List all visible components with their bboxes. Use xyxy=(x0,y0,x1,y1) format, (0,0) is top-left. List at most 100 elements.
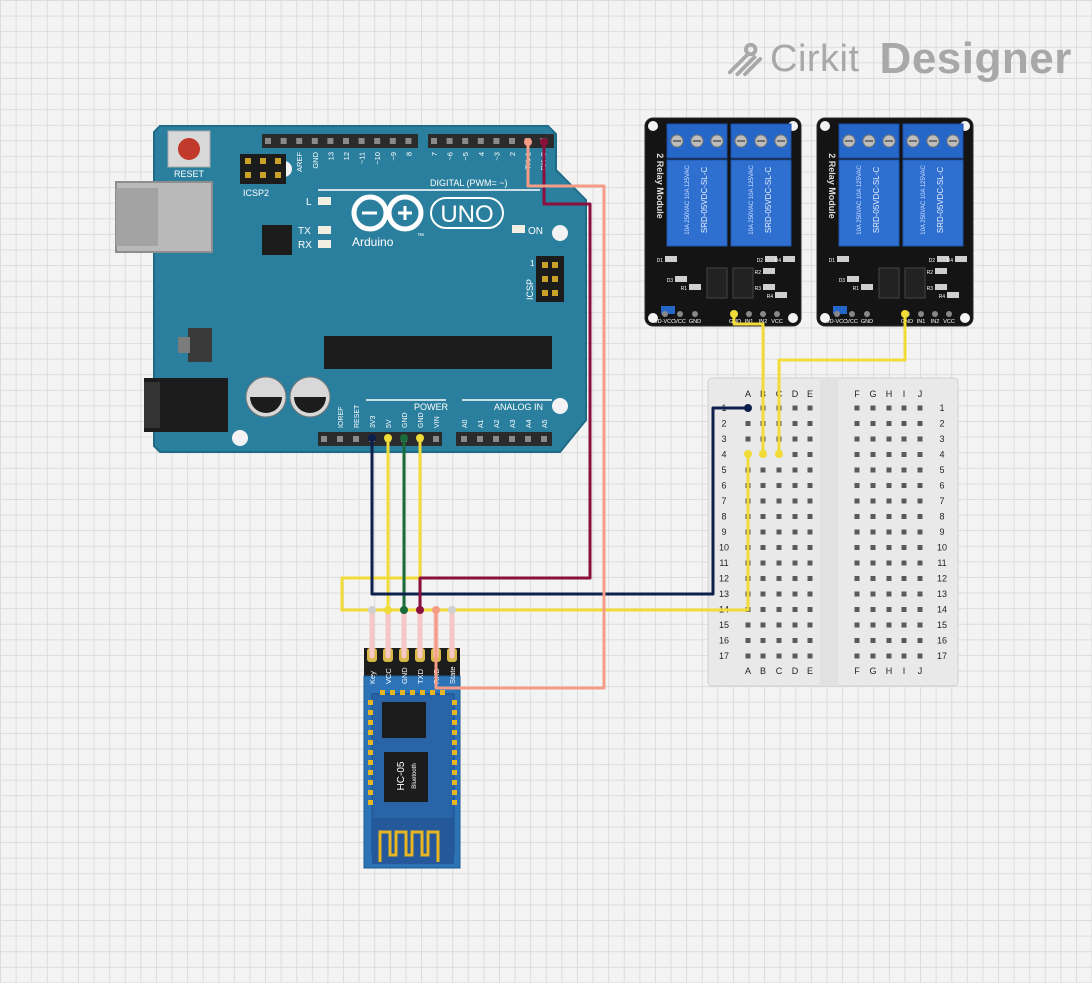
breadboard-hole[interactable] xyxy=(854,498,860,504)
breadboard-hole[interactable] xyxy=(760,467,766,473)
breadboard-hole[interactable] xyxy=(854,638,860,643)
bottom-header-pin[interactable] xyxy=(353,436,359,442)
breadboard-hole[interactable] xyxy=(901,607,907,612)
breadboard-hole[interactable] xyxy=(901,591,907,597)
breadboard-hole[interactable] xyxy=(807,622,813,628)
breadboard-hole[interactable] xyxy=(776,483,782,488)
breadboard-hole[interactable] xyxy=(917,514,923,519)
breadboard-hole[interactable] xyxy=(854,514,860,519)
breadboard-hole[interactable] xyxy=(901,421,907,426)
digital-header-pin[interactable] xyxy=(374,138,381,144)
breadboard-hole[interactable] xyxy=(917,607,923,612)
breadboard-hole[interactable] xyxy=(854,452,860,457)
breadboard-hole[interactable] xyxy=(854,467,860,473)
breadboard-hole[interactable] xyxy=(886,622,892,628)
breadboard-hole[interactable] xyxy=(807,514,813,519)
breadboard-hole[interactable] xyxy=(807,467,813,473)
breadboard-hole[interactable] xyxy=(854,622,860,628)
breadboard-hole[interactable] xyxy=(760,653,766,659)
breadboard-hole[interactable] xyxy=(870,560,876,566)
breadboard-hole[interactable] xyxy=(776,545,782,550)
breadboard-hole[interactable] xyxy=(760,483,766,488)
breadboard-hole[interactable] xyxy=(807,576,813,581)
breadboard-hole[interactable] xyxy=(745,622,751,628)
breadboard-hole[interactable] xyxy=(870,638,876,643)
breadboard-hole[interactable] xyxy=(776,653,782,659)
breadboard-hole[interactable] xyxy=(760,560,766,566)
breadboard-hole[interactable] xyxy=(807,607,813,612)
breadboard-hole[interactable] xyxy=(870,529,876,535)
relay-pin[interactable] xyxy=(760,311,766,317)
breadboard-hole[interactable] xyxy=(760,545,766,550)
breadboard-hole[interactable] xyxy=(760,607,766,612)
relay-pin[interactable] xyxy=(692,311,698,317)
breadboard-hole[interactable] xyxy=(792,607,798,612)
breadboard-hole[interactable] xyxy=(854,529,860,535)
breadboard-hole[interactable] xyxy=(792,498,798,504)
relay-pin[interactable] xyxy=(746,311,752,317)
digital-header-pin[interactable] xyxy=(311,138,318,144)
breadboard-hole[interactable] xyxy=(807,421,813,426)
jumper[interactable] xyxy=(661,306,675,314)
bottom-header-pin[interactable] xyxy=(461,436,467,442)
breadboard-hole[interactable] xyxy=(854,405,860,411)
breadboard-hole[interactable] xyxy=(854,607,860,612)
breadboard-hole[interactable] xyxy=(901,498,907,504)
breadboard-hole[interactable] xyxy=(886,483,892,488)
breadboard-hole[interactable] xyxy=(760,498,766,504)
breadboard-hole[interactable] xyxy=(870,653,876,659)
breadboard-hole[interactable] xyxy=(792,436,798,442)
breadboard-hole[interactable] xyxy=(870,514,876,519)
breadboard-hole[interactable] xyxy=(886,405,892,411)
digital-header-pin[interactable] xyxy=(327,138,334,144)
breadboard-hole[interactable] xyxy=(917,529,923,535)
digital-header-pin[interactable] xyxy=(265,138,271,144)
breadboard-hole[interactable] xyxy=(901,529,907,535)
breadboard-hole[interactable] xyxy=(760,622,766,628)
digital-header-pin[interactable] xyxy=(509,138,515,144)
breadboard-hole[interactable] xyxy=(745,436,751,442)
breadboard-hole[interactable] xyxy=(854,436,860,442)
digital-header-pin[interactable] xyxy=(389,138,396,144)
breadboard-hole[interactable] xyxy=(760,529,766,535)
breadboard-hole[interactable] xyxy=(886,467,892,473)
breadboard-hole[interactable] xyxy=(807,529,813,535)
breadboard-hole[interactable] xyxy=(886,653,892,659)
relay-pin[interactable] xyxy=(932,311,938,317)
breadboard-hole[interactable] xyxy=(760,638,766,643)
breadboard-hole[interactable] xyxy=(886,576,892,581)
wire-rx-maroon[interactable] xyxy=(418,140,592,612)
breadboard-hole[interactable] xyxy=(886,452,892,457)
breadboard-hole[interactable] xyxy=(854,591,860,597)
breadboard-hole[interactable] xyxy=(807,436,813,442)
relay-pin[interactable] xyxy=(864,311,870,317)
breadboard-hole[interactable] xyxy=(792,514,798,519)
digital-header-pin[interactable] xyxy=(343,138,349,144)
breadboard-hole[interactable] xyxy=(854,421,860,426)
breadboard-hole[interactable] xyxy=(917,560,923,566)
breadboard-hole[interactable] xyxy=(886,607,892,612)
breadboard-hole[interactable] xyxy=(792,638,798,643)
breadboard-hole[interactable] xyxy=(776,607,782,612)
breadboard-hole[interactable] xyxy=(807,591,813,597)
breadboard-hole[interactable] xyxy=(870,607,876,612)
reset-button-cap[interactable] xyxy=(178,138,200,160)
breadboard-hole[interactable] xyxy=(917,638,923,643)
breadboard-hole[interactable] xyxy=(901,514,907,519)
relay-pin[interactable] xyxy=(849,311,855,317)
bottom-header-pin[interactable] xyxy=(477,436,483,442)
breadboard-hole[interactable] xyxy=(917,622,923,628)
digital-header-pin[interactable] xyxy=(431,138,437,144)
breadboard-hole[interactable] xyxy=(792,622,798,628)
breadboard-hole[interactable] xyxy=(901,560,907,566)
wire-relay2-yellow[interactable] xyxy=(777,312,907,456)
relay-pin[interactable] xyxy=(774,311,780,317)
breadboard-hole[interactable] xyxy=(807,638,813,643)
breadboard-hole[interactable] xyxy=(776,467,782,473)
breadboard-hole[interactable] xyxy=(854,483,860,488)
breadboard-hole[interactable] xyxy=(807,545,813,550)
breadboard-hole[interactable] xyxy=(792,653,798,659)
digital-header-pin[interactable] xyxy=(405,138,412,144)
breadboard-hole[interactable] xyxy=(870,405,876,411)
digital-header-pin[interactable] xyxy=(477,138,484,144)
